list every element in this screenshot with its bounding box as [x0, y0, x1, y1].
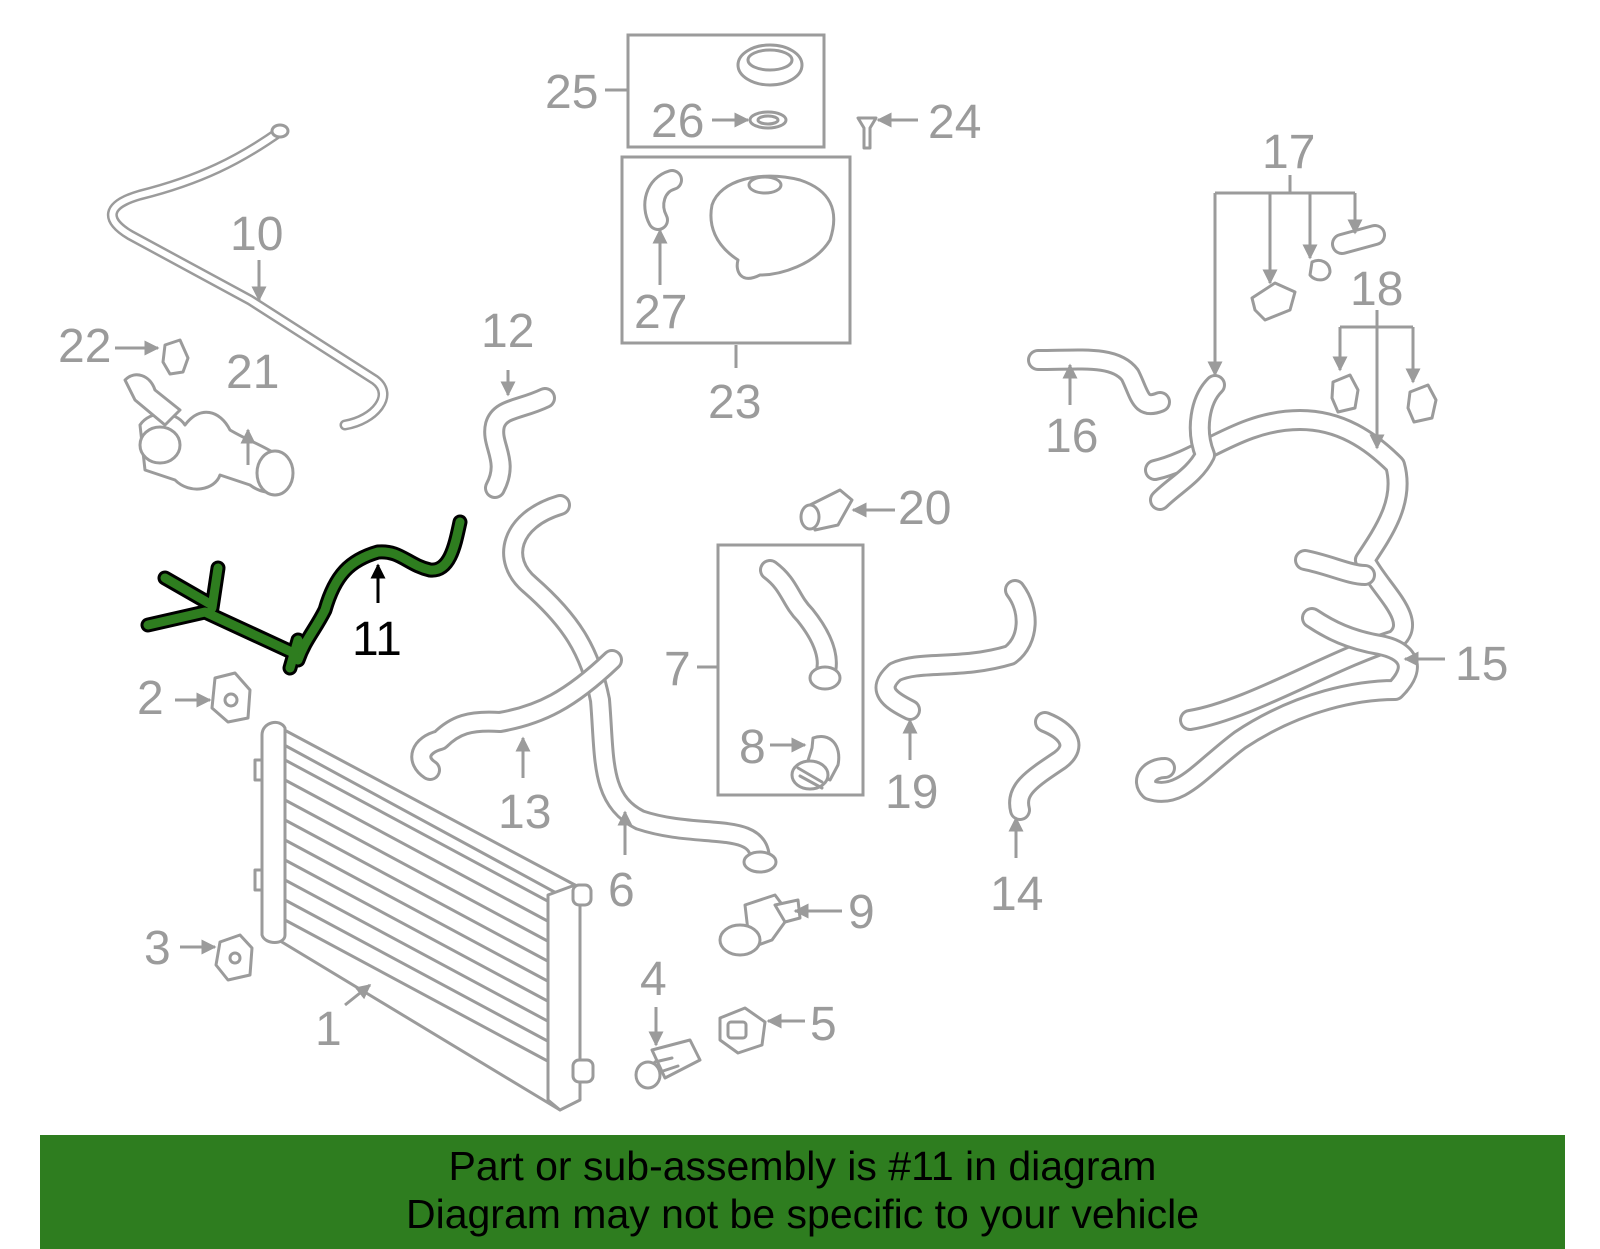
- callout-20: 20: [898, 482, 951, 535]
- bolt-24: [856, 116, 878, 150]
- coolant-pipe-highlighted: [140, 514, 468, 676]
- callout-9: 9: [848, 886, 875, 939]
- banner-line-part-number: Part or sub-assembly is #11 in diagram: [448, 1143, 1157, 1189]
- hose-elbow: [790, 735, 841, 791]
- small-hose-14: [1008, 711, 1081, 821]
- callout-19: 19: [885, 766, 938, 819]
- radiator: [253, 720, 595, 1112]
- tee-fitting: [718, 893, 802, 957]
- expansion-tank-box: [620, 155, 852, 345]
- coolant-pipe-13: [410, 649, 623, 781]
- callout-7: 7: [664, 643, 691, 696]
- clips-18: [1330, 373, 1438, 424]
- callout-24: 24: [928, 96, 981, 149]
- leader-lines: [115, 88, 1445, 1047]
- callout-12: 12: [481, 305, 534, 358]
- cap-box: [626, 33, 826, 149]
- hose-kit-box: [716, 543, 865, 797]
- mount-bracket-upper: [210, 671, 252, 724]
- callout-18: 18: [1350, 263, 1403, 316]
- callout-labels: 1 2 3 4 5 6 7 8 9 10 11 12 13 14 15 16 1…: [58, 66, 1508, 1056]
- disclaimer-banner: Part or sub-assembly is #11 in diagram D…: [40, 1135, 1565, 1249]
- callout-13: 13: [498, 786, 551, 839]
- callout-8: 8: [739, 721, 766, 774]
- callout-14: 14: [990, 868, 1043, 921]
- callout-10: 10: [230, 208, 283, 261]
- callout-11: 11: [352, 613, 402, 666]
- mount-bracket-lower: [214, 933, 254, 982]
- banner-line-disclaimer: Diagram may not be specific to your vehi…: [405, 1191, 1199, 1237]
- small-hose-19: [874, 579, 1037, 721]
- vent-pipe: [106, 123, 389, 431]
- callout-27: 27: [634, 286, 687, 339]
- callout-15: 15: [1455, 638, 1508, 691]
- callout-23: 23: [708, 376, 761, 429]
- temperature-sensor: [634, 1038, 702, 1090]
- callout-22: 22: [58, 320, 111, 373]
- fittings-17: [1250, 224, 1386, 322]
- callout-2: 2: [137, 672, 164, 725]
- callout-5: 5: [810, 998, 837, 1051]
- callout-1: 1: [315, 1003, 342, 1056]
- heater-hose-assembly: [1135, 374, 1419, 803]
- small-hose-16: [1027, 348, 1171, 415]
- callout-3: 3: [144, 922, 171, 975]
- flange-20: [799, 488, 854, 532]
- small-hose-12: [483, 387, 556, 499]
- callout-6: 6: [608, 864, 635, 917]
- thermostat-housing: [123, 373, 295, 497]
- callout-21: 21: [226, 346, 279, 399]
- callout-26: 26: [651, 95, 704, 148]
- plug-22: [161, 338, 190, 376]
- callout-4: 4: [640, 953, 667, 1006]
- lower-radiator-hose: [502, 494, 778, 874]
- callout-16: 16: [1045, 410, 1098, 463]
- callout-25: 25: [545, 66, 598, 119]
- callout-17: 17: [1262, 126, 1315, 179]
- sensor-connector: [718, 1006, 767, 1055]
